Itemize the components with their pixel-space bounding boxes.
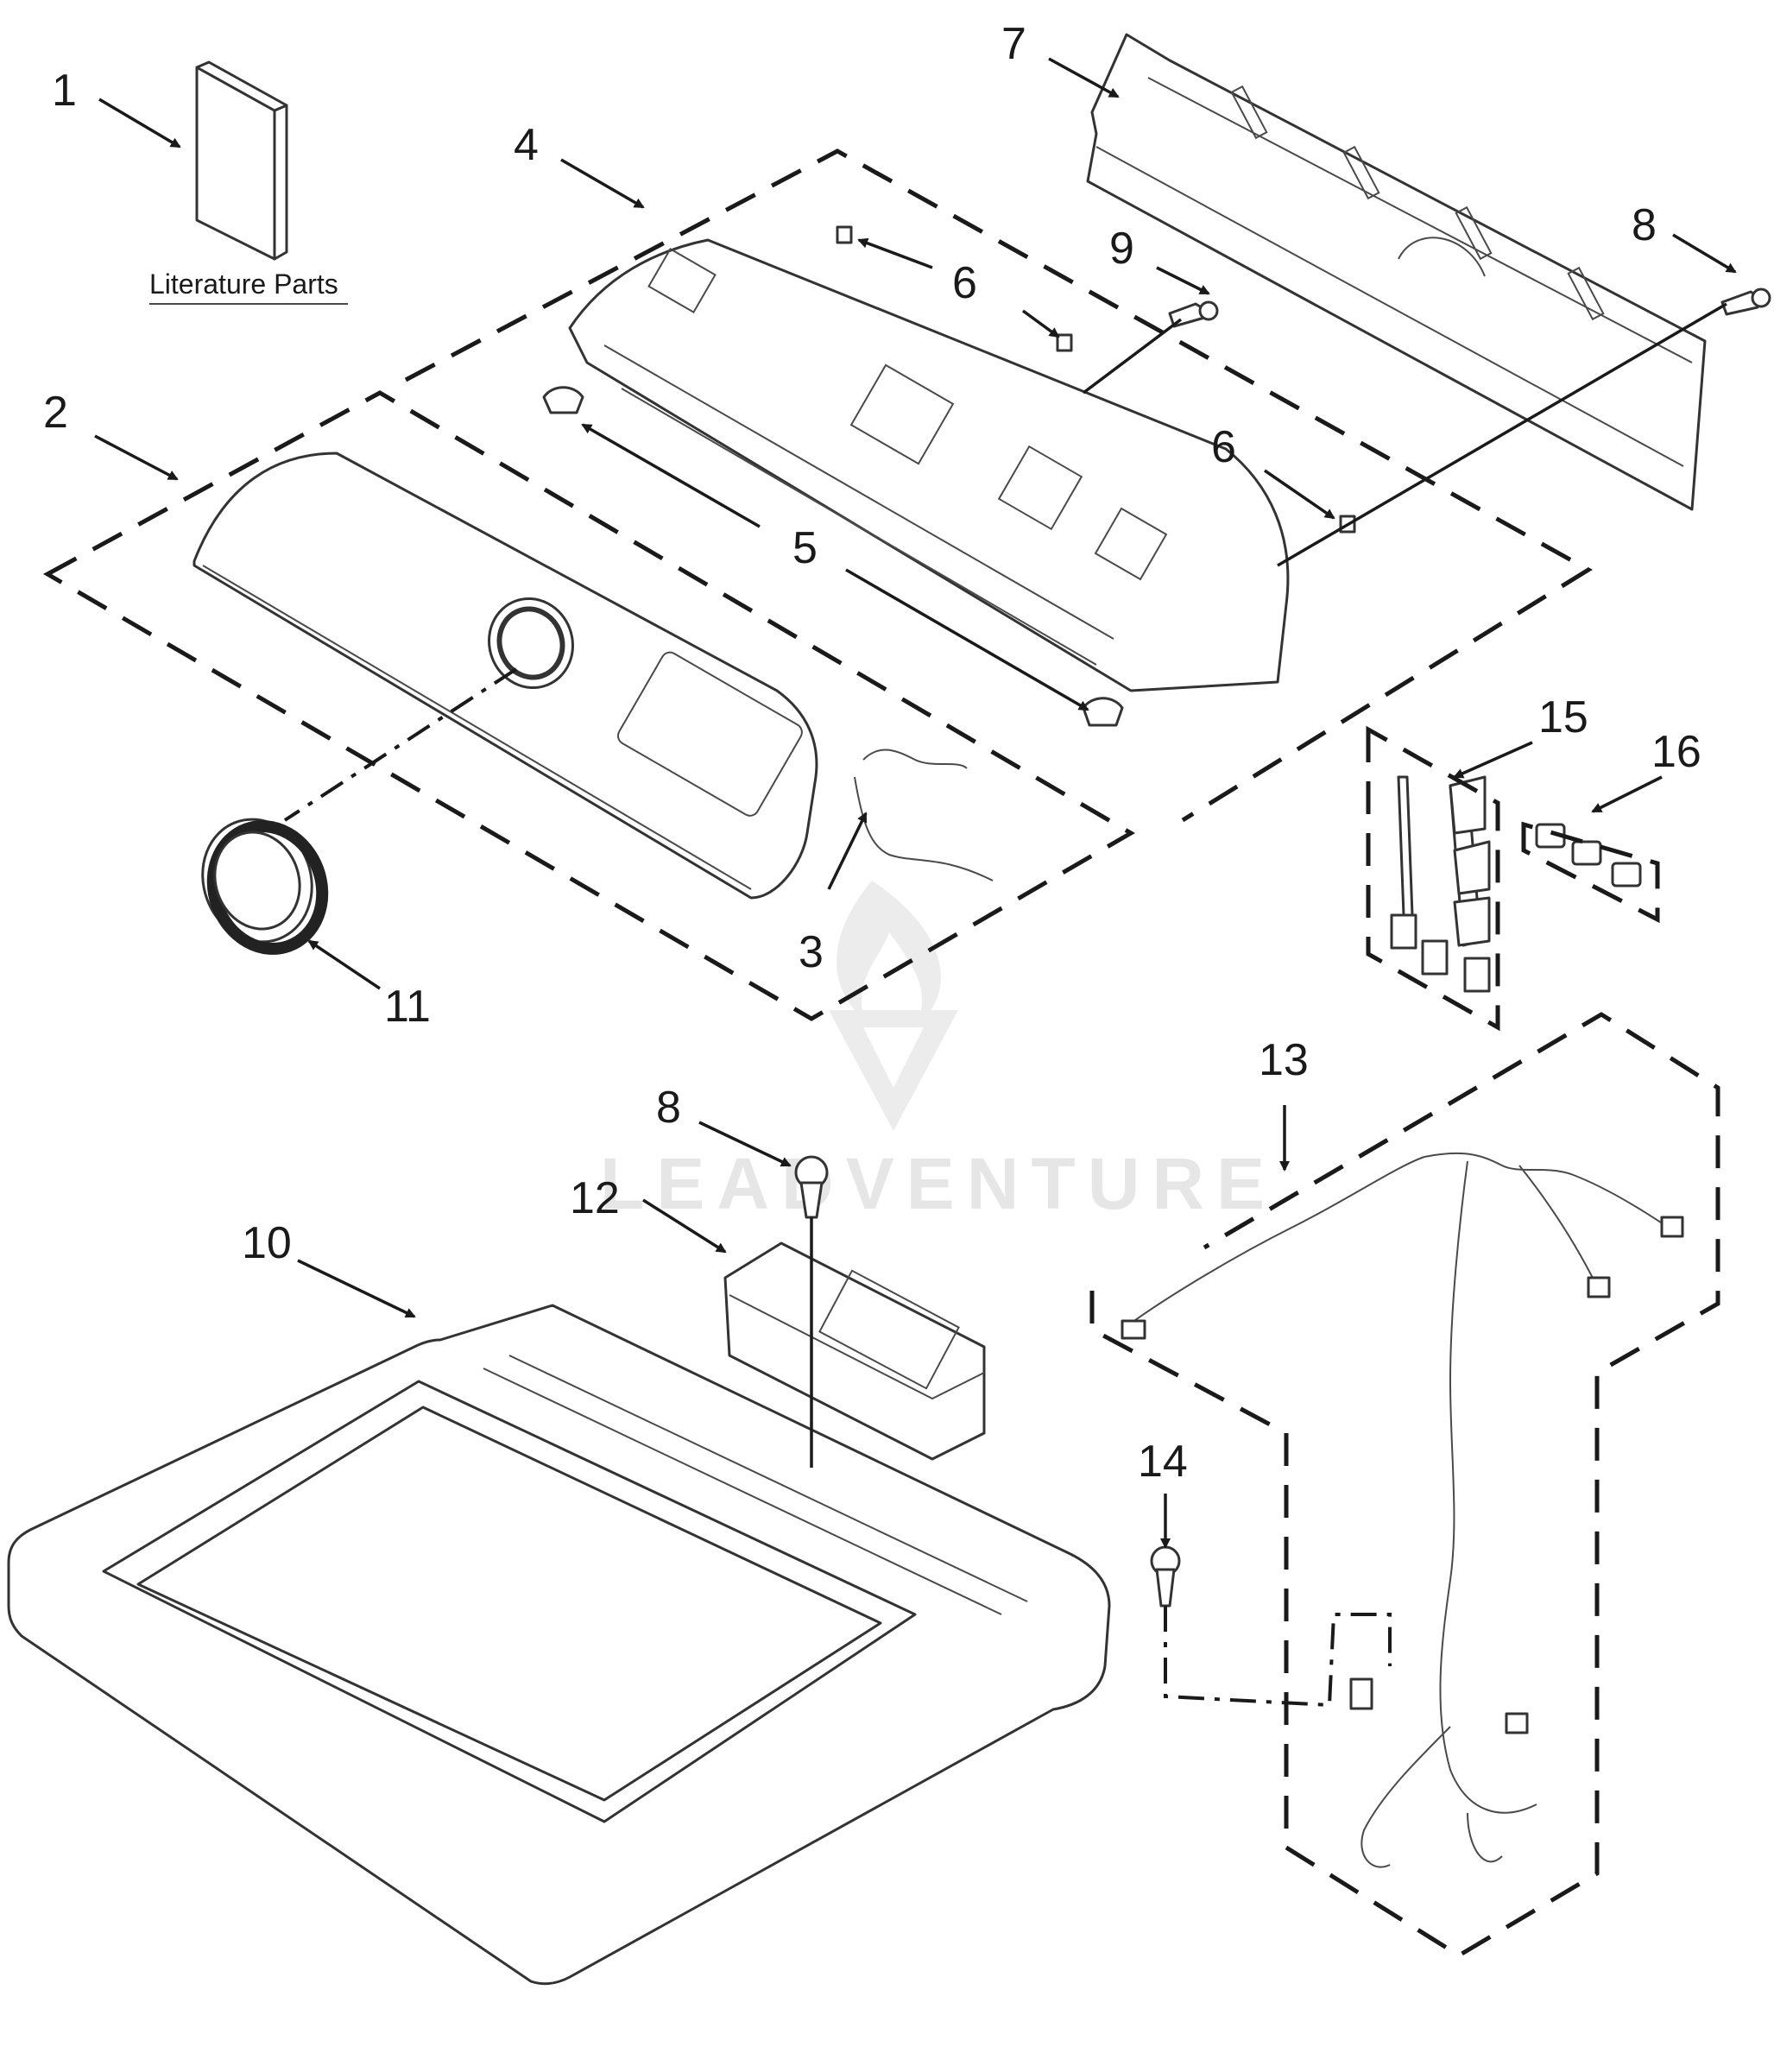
arrow-1 [98,98,181,148]
arrow-16 [1591,775,1663,813]
arrow-5-left [581,423,761,528]
arrow-12 [642,1198,727,1254]
callout-1: 1 [52,66,77,116]
part-top-cover [7,1304,1111,1986]
literature-parts-label: Literature Parts [149,268,338,300]
watermark-text: LEADVENTURE [600,1143,1277,1224]
callout-13: 13 [1259,1035,1309,1085]
arrow-7 [1048,57,1120,98]
callout-11: 11 [384,982,431,1032]
part-knob [201,597,574,955]
arrow-8-top [1672,233,1737,274]
arrow-4 [560,158,645,209]
leader-screw-8-top [1277,302,1727,567]
arrow-3 [827,812,868,890]
callout-3: 3 [799,927,824,977]
leader-screw-14 [1164,1606,1392,1708]
clip-5-right [1082,697,1124,727]
screw-8-top [1720,287,1771,316]
callout-7: 7 [1001,19,1026,69]
group-outline-wire-ties [1366,725,1500,1032]
screw-14 [1150,1545,1181,1608]
callout-4: 4 [514,120,539,170]
part-literature: Literature Parts [149,60,348,305]
part-connectors [1535,823,1642,888]
arrow-6-middle [1021,309,1060,338]
arrow-9 [1156,266,1210,295]
callout-10: 10 [242,1218,292,1268]
clip-6-top [836,225,853,244]
group-outline-main-harness [1089,1012,1720,1958]
leader-knob [283,667,518,822]
callout-9: 9 [1109,224,1134,274]
group-outline-connectors [1521,821,1660,924]
watermark-flame-icon [836,881,941,1027]
clip-6-middle [1056,333,1073,352]
callout-15: 15 [1538,692,1588,742]
callout-12: 12 [570,1173,620,1223]
callout-8-board: 8 [656,1083,681,1133]
watermark: LEADVENTURE [600,881,1277,1224]
callout-14: 14 [1138,1437,1188,1487]
part-console-housing [568,238,1290,692]
arrow-6-top [857,237,933,269]
arrow-2 [94,434,179,481]
arrow-5-right [845,568,1089,711]
callout-8-top: 8 [1632,200,1657,250]
group-outline-console-panel [42,390,1135,1021]
callout-16: 16 [1651,727,1701,777]
callout-2: 2 [43,388,68,438]
leader-screw-9 [1082,318,1183,395]
watermark-v-icon [829,1010,958,1131]
part-wire-small [854,749,994,881]
part-control-board [723,1241,986,1461]
clip-5-left [542,386,584,414]
arrow-15 [1453,741,1533,779]
callout-5: 5 [792,523,818,573]
part-main-harness [1121,1152,1684,1868]
arrow-11 [307,939,381,990]
callout-6-top: 6 [952,258,977,308]
part-rear-bracket [1086,33,1707,511]
arrow-6-right [1264,469,1335,520]
part-wire-ties [1390,775,1491,993]
screw-8-board [794,1155,829,1219]
arrow-8-board [698,1121,792,1167]
callout-6-right: 6 [1211,422,1236,472]
arrow-10 [297,1259,416,1318]
